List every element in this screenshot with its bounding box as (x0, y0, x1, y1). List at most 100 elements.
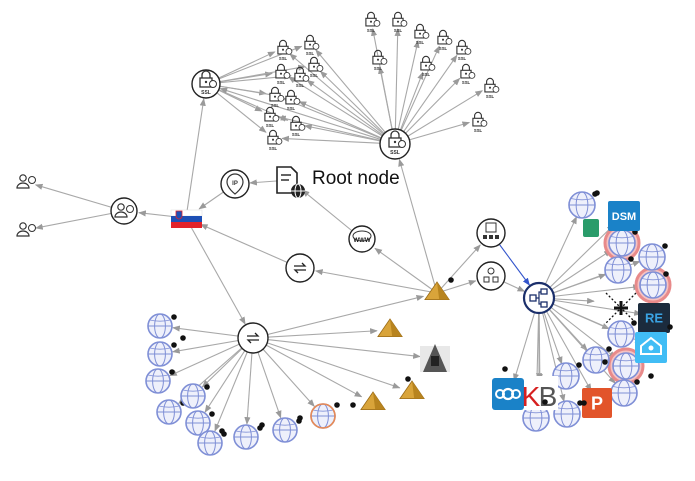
ssl-lock-icon[interactable]: SSL (285, 89, 301, 111)
globe-icon[interactable] (604, 256, 632, 284)
server-icon[interactable] (476, 261, 506, 291)
ssl-lock-icon[interactable]: SSL (308, 56, 324, 78)
ssl-lock-icon[interactable]: SSL (456, 39, 472, 61)
dsm-icon[interactable]: DSM (608, 201, 640, 231)
ssl-lock-icon[interactable]: SSL (304, 34, 320, 56)
app-icon[interactable] (583, 219, 599, 237)
ssl-lock-icon[interactable]: SSL (420, 55, 436, 77)
status-dot (602, 359, 608, 365)
node-text: SSL (271, 103, 280, 108)
globe-icon[interactable] (180, 383, 206, 409)
globe-icon[interactable] (156, 399, 182, 425)
globe-icon[interactable] (310, 403, 336, 429)
www-icon[interactable]: WWW (348, 225, 376, 253)
node-text: RE (645, 311, 663, 326)
globe-icon[interactable] (638, 243, 666, 271)
graph-edge (314, 269, 438, 294)
graph-edge (252, 328, 378, 339)
person-icon[interactable] (114, 203, 134, 218)
ssl-lock-icon[interactable]: SSL (472, 111, 488, 133)
ssl-lock-icon[interactable]: SSL (199, 70, 217, 96)
person-icon[interactable] (16, 222, 36, 237)
globe-icon[interactable] (608, 229, 636, 257)
network-hub-icon[interactable] (522, 281, 556, 315)
node-text: SSL (277, 80, 286, 85)
globe-icon[interactable] (610, 379, 638, 407)
globe-icon[interactable] (185, 410, 211, 436)
temple-icon[interactable] (420, 344, 450, 372)
edges-layer (34, 28, 643, 432)
globe-icon[interactable] (272, 417, 298, 443)
pyramid-icon[interactable] (377, 318, 403, 338)
node-text: SSL (374, 66, 383, 71)
globe-icon[interactable] (607, 320, 635, 348)
cycle-icon[interactable] (285, 253, 315, 283)
graph-edge (199, 223, 301, 269)
graph-edge (252, 337, 401, 389)
globe-icon[interactable] (147, 341, 173, 367)
pyramid-icon[interactable] (399, 380, 425, 400)
graph-edge (398, 158, 438, 294)
nextcloud-icon[interactable] (492, 378, 524, 410)
pyramid-icon[interactable] (360, 391, 386, 411)
status-dot (634, 379, 640, 385)
p-icon[interactable]: P (582, 388, 612, 418)
graph-edge (34, 183, 125, 212)
document-globe-icon[interactable] (476, 218, 506, 248)
node-text: SSL (310, 73, 319, 78)
node-text: K (522, 381, 541, 412)
globe-icon[interactable] (612, 352, 640, 380)
status-dot (209, 411, 215, 417)
status-dot (171, 342, 177, 348)
graph-edge (252, 294, 425, 339)
ssl-lock-icon[interactable]: SSL (388, 130, 406, 156)
status-dot (180, 335, 186, 341)
home-assistant-icon[interactable] (635, 332, 667, 363)
node-text: SSL (458, 56, 467, 61)
ssl-lock-icon[interactable]: SSL (277, 39, 293, 61)
ssl-lock-icon[interactable]: SSL (392, 11, 408, 33)
globe-icon[interactable] (147, 313, 173, 339)
graph-edge (35, 210, 125, 230)
status-dot (334, 402, 340, 408)
globe-icon[interactable] (233, 424, 259, 450)
ssl-lock-icon[interactable]: SSL (365, 11, 381, 33)
status-dot (606, 346, 612, 352)
globe-icon[interactable] (639, 271, 667, 299)
person-icon[interactable] (16, 174, 36, 189)
ssl-lock-icon[interactable]: SSL (484, 77, 500, 99)
globe-icon[interactable] (553, 400, 581, 428)
ssl-lock-icon[interactable]: SSL (267, 129, 283, 151)
ssl-lock-icon[interactable]: SSL (460, 63, 476, 85)
ssl-lock-icon[interactable]: SSL (414, 23, 430, 45)
slovenia-flag-icon[interactable] (170, 209, 203, 228)
document-globe-icon[interactable] (276, 166, 305, 199)
ssl-lock-icon[interactable]: SSL (275, 63, 291, 85)
ssl-lock-icon[interactable]: SSL (290, 115, 306, 137)
ssl-lock-icon[interactable]: SSL (269, 86, 285, 108)
ssl-lock-icon[interactable]: SSL (437, 29, 453, 51)
graph-edge (319, 70, 396, 145)
ssl-lock-icon[interactable]: SSL (294, 66, 310, 88)
status-dot (169, 369, 175, 375)
globe-icon[interactable] (145, 368, 171, 394)
crosshair-icon[interactable] (605, 292, 637, 324)
status-dot (663, 271, 669, 277)
re-icon[interactable]: RE (638, 303, 670, 333)
ssl-lock-icon[interactable]: SSL (264, 106, 280, 128)
pyramid-icon[interactable] (424, 281, 450, 301)
node-text: SSL (422, 72, 431, 77)
globe-icon[interactable] (197, 430, 223, 456)
ssl-lock-icon[interactable]: SSL (372, 49, 388, 71)
node-text: SSL (292, 132, 301, 137)
node-text: SSL (439, 46, 448, 51)
graph-edge (394, 28, 401, 145)
domain-icon[interactable]: IP (220, 169, 250, 199)
kb-icon[interactable]: KB (522, 376, 558, 412)
node-text: SSL (306, 51, 315, 56)
globe-icon[interactable] (568, 191, 596, 219)
cycle-icon[interactable] (237, 322, 269, 354)
